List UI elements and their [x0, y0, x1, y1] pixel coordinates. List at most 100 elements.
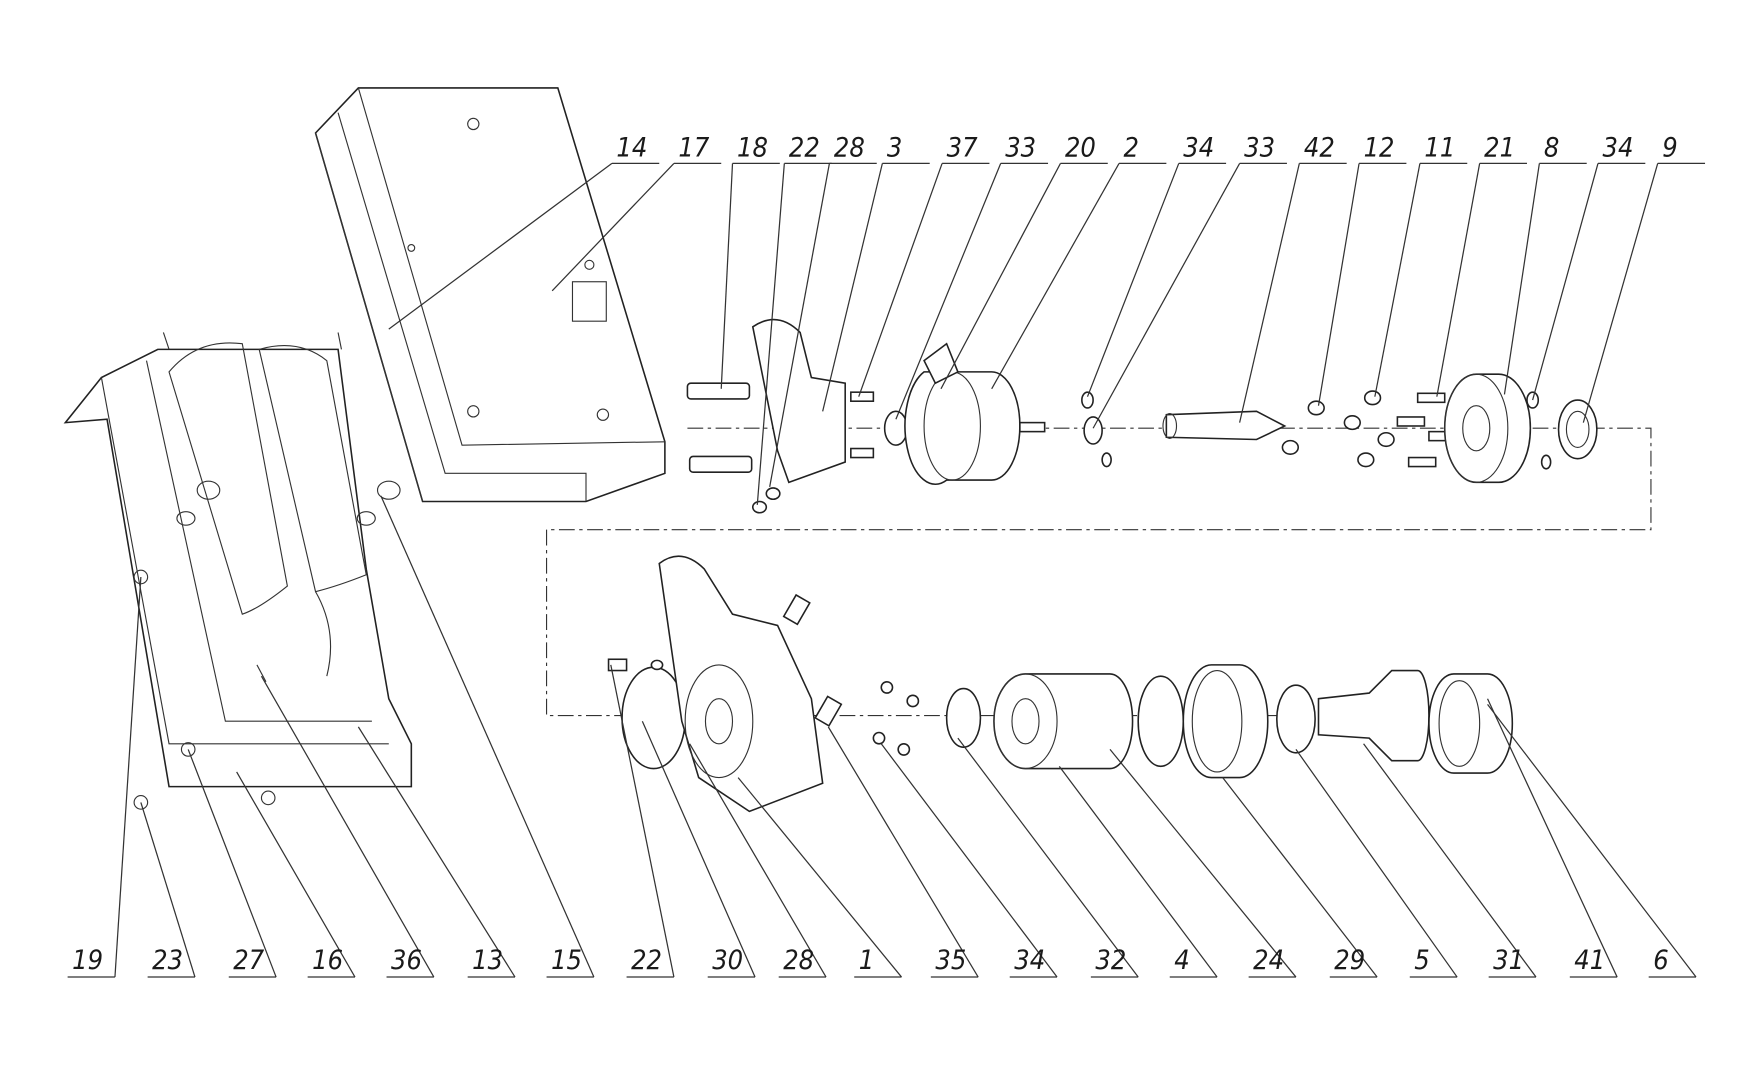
callout-bottom_callouts-4: 36	[260, 675, 435, 978]
callout-bottom_callouts-3: 16	[236, 771, 356, 978]
callout-number: 2	[1124, 133, 1139, 164]
callout-number: 16	[312, 945, 343, 976]
leader-line	[140, 802, 196, 978]
leader-line	[114, 576, 142, 978]
lower-row-parts	[607, 555, 1514, 813]
callout-number: 3	[887, 133, 902, 164]
leader-line	[940, 163, 1061, 390]
callout-top_callouts-1: 17	[551, 133, 722, 292]
callout-number: 21	[1484, 133, 1515, 164]
leader-line	[737, 777, 903, 978]
callout-top_callouts-9: 2	[991, 133, 1167, 390]
callout-number: 32	[1095, 945, 1126, 976]
callout-number: 13	[472, 945, 503, 976]
callout-number: 17	[678, 133, 709, 164]
callout-number: 29	[1334, 945, 1365, 976]
leader-line	[1486, 698, 1618, 978]
callout-number: 22	[631, 945, 662, 976]
callout-number: 23	[152, 945, 183, 976]
leader-line	[357, 726, 516, 978]
leader-line	[1436, 163, 1481, 397]
callout-number: 19	[72, 945, 103, 976]
callout-bottom_callouts-11: 35	[827, 726, 979, 978]
callout-number: 22	[789, 133, 820, 164]
callout-number: 27	[233, 945, 264, 976]
callout-bottom_callouts-20: 6	[1487, 703, 1697, 978]
callout-number: 28	[783, 945, 814, 976]
leader-line	[187, 749, 277, 978]
callout-top_callouts-0: 14	[388, 133, 660, 330]
callout-number: 5	[1414, 945, 1429, 976]
callout-number: 6	[1653, 945, 1668, 976]
leader-line	[1374, 163, 1421, 397]
leader-line	[858, 163, 943, 397]
housing-part-13-16	[63, 332, 413, 810]
upper-row-parts	[686, 318, 1598, 514]
leader-line	[822, 163, 883, 412]
callout-number: 28	[834, 133, 865, 164]
callout-number: 4	[1174, 945, 1189, 976]
callout-number: 20	[1065, 133, 1096, 164]
callout-bottom_callouts-1: 23	[140, 802, 196, 978]
leader-line	[1092, 163, 1241, 429]
leader-line	[1086, 163, 1180, 397]
callout-number: 9	[1662, 133, 1677, 164]
callout-number: 37	[947, 133, 978, 164]
callout-bottom_callouts-10: 1	[737, 777, 903, 978]
callout-bottom_callouts-8: 30	[641, 720, 756, 978]
callout-number: 18	[737, 133, 768, 164]
leader-line	[720, 163, 734, 389]
callout-bottom_callouts-6: 15	[380, 495, 595, 978]
callout-number: 14	[616, 133, 647, 164]
cover-part-14-17	[314, 87, 666, 503]
leader-line	[756, 163, 785, 505]
callout-top_callouts-17: 34	[1532, 133, 1646, 401]
callout-number: 12	[1364, 133, 1395, 164]
callout-number: 34	[1014, 945, 1045, 976]
callout-bottom_callouts-9: 28	[689, 743, 827, 978]
leader-line	[1109, 749, 1297, 978]
leader-line	[689, 743, 827, 978]
callout-number: 33	[1244, 133, 1275, 164]
callout-bottom_callouts-2: 27	[187, 749, 277, 978]
callout-bottom_callouts-17: 5	[1295, 749, 1458, 978]
leader-line	[769, 163, 831, 487]
leader-line	[1317, 163, 1360, 406]
callout-top_callouts-8: 20	[940, 133, 1108, 390]
leader-line	[260, 675, 435, 978]
leader-line	[1532, 163, 1599, 401]
callout-bottom_callouts-0: 19	[67, 576, 142, 978]
leader-line	[388, 162, 613, 330]
callout-bottom_callouts-5: 13	[357, 726, 516, 978]
callout-top_callouts-12: 42	[1239, 133, 1347, 423]
callout-number: 11	[1424, 133, 1455, 164]
callout-top_callouts-13: 12	[1317, 133, 1407, 406]
callout-top_callouts-11: 33	[1092, 133, 1287, 429]
callout-top_callouts-15: 21	[1436, 133, 1527, 397]
leader-line	[1222, 777, 1378, 978]
callout-top_callouts-2: 18	[720, 133, 780, 389]
leader-line	[991, 163, 1120, 390]
callout-bottom_callouts-19: 41	[1486, 698, 1618, 978]
leader-line	[1239, 163, 1300, 423]
callout-top_callouts-18: 9	[1582, 133, 1706, 423]
callout-bottom_callouts-13: 32	[957, 737, 1139, 978]
leader-line	[895, 163, 1002, 420]
callout-number: 15	[551, 945, 582, 976]
leader-line	[1582, 163, 1659, 423]
callout-number: 24	[1253, 945, 1284, 976]
callout-number: 34	[1183, 133, 1214, 164]
callout-bottom_callouts-16: 29	[1222, 777, 1378, 978]
leader-line	[551, 162, 675, 292]
callout-top_callouts-7: 33	[895, 133, 1049, 420]
callout-top_callouts-14: 11	[1374, 133, 1468, 397]
callout-bottom_callouts-7: 22	[610, 664, 675, 978]
callout-top_callouts-5: 3	[822, 133, 930, 412]
callout-bottom_callouts-18: 31	[1363, 743, 1537, 978]
leader-line	[380, 495, 595, 978]
callout-top_callouts-10: 34	[1086, 133, 1227, 397]
callout-number: 34	[1602, 133, 1633, 164]
leader-line	[641, 720, 756, 978]
